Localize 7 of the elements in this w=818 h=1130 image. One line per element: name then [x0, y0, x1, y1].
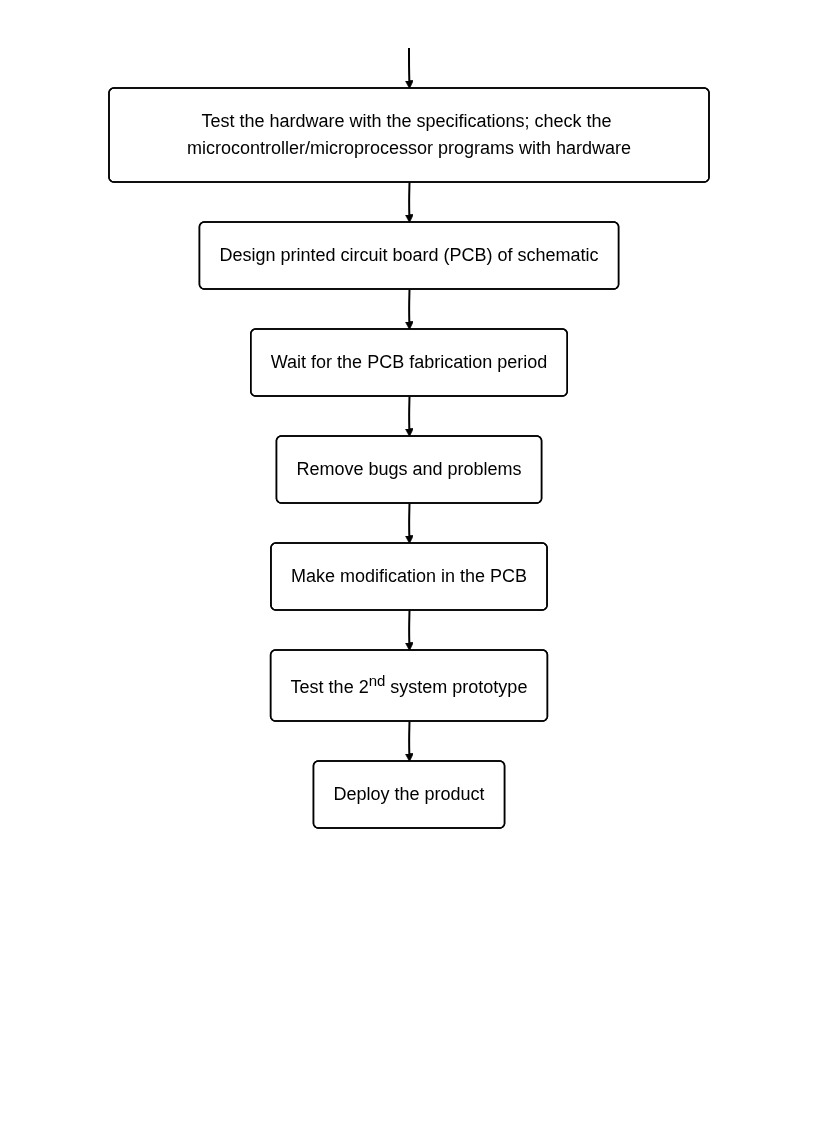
arrow: [404, 720, 414, 762]
arrow: [404, 47, 414, 89]
arrow: [404, 502, 414, 544]
arrow: [404, 609, 414, 651]
arrow: [404, 181, 414, 223]
arrow: [404, 395, 414, 437]
arrow: [404, 288, 414, 330]
